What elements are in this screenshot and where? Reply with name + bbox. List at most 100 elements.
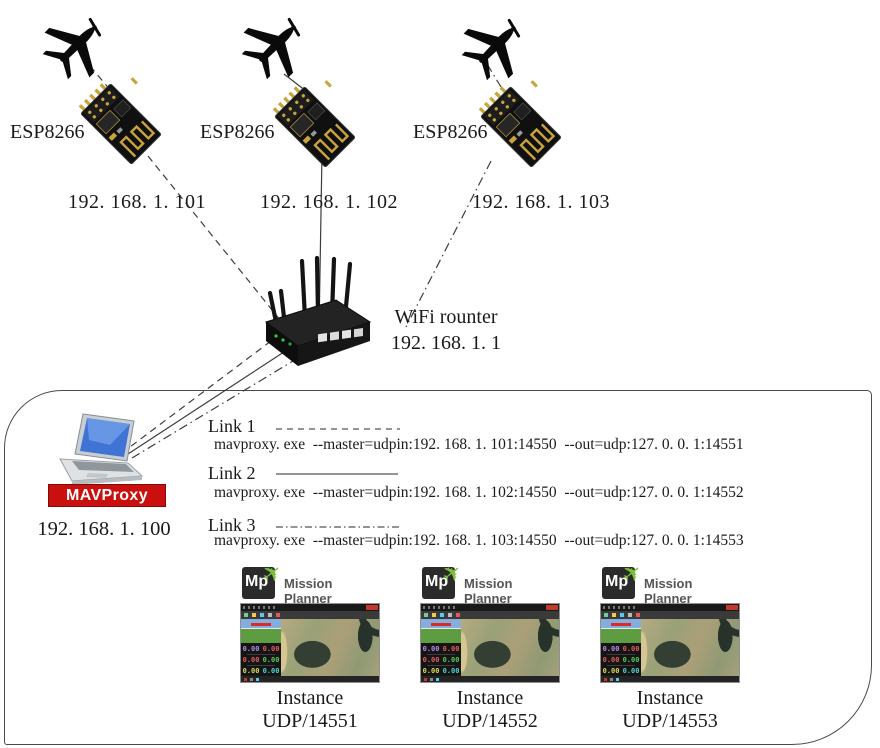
link2-label: Link 2 <box>208 463 256 483</box>
hud-value: 0.00 <box>602 656 620 664</box>
drone-3-ip: 192. 168. 1. 103 <box>472 191 610 213</box>
mp-satellite-map <box>281 619 379 676</box>
link1-esp-to-router-line <box>147 155 290 332</box>
esp-label-2: ESP8266 <box>200 121 275 143</box>
link3-esp-to-router-line <box>405 160 492 328</box>
mission-planner-app-name: Mission Planner <box>284 576 333 606</box>
mp-titlebar <box>601 604 739 611</box>
hud-value: 0.00 <box>442 656 460 664</box>
mission-planner-app-name: Mission Planner <box>644 576 693 606</box>
mp-titlebar-dots <box>243 606 277 609</box>
mp-toolbar-icon <box>268 613 272 617</box>
mp-toolbar <box>421 611 559 619</box>
mp-toolbar-icon <box>252 613 256 617</box>
instance-caption-line2: UDP/14553 <box>622 710 718 732</box>
mp-logo-text: Mp <box>245 573 269 590</box>
drone-2-ip: 192. 168. 1. 102 <box>260 191 398 213</box>
mp-statusbar-dot <box>604 677 607 681</box>
mp-titlebar <box>241 604 379 611</box>
mavproxy-label: MAVProxy <box>65 486 149 504</box>
link3-command: mavproxy. exe --master=udpin:192. 168. 1… <box>214 532 744 549</box>
router-ip: 192. 168. 1. 1 <box>391 332 501 354</box>
mp-toolbar-icon <box>276 613 280 617</box>
mp-statusbar-dot <box>424 677 427 681</box>
drone-1-plane-icon <box>32 1 121 90</box>
mp-toolbar-icon <box>244 613 248 617</box>
mp-artificial-horizon <box>601 619 641 643</box>
instance-caption-line2: UDP/14552 <box>442 710 538 732</box>
instance-caption: Instance UDP/14553 <box>600 687 740 733</box>
link3-drone-to-esp-line <box>486 63 502 88</box>
mp-close-icon <box>546 605 558 610</box>
hud-value: 0.00 <box>622 645 640 653</box>
router-to-laptop-line-2 <box>127 349 288 455</box>
router-to-laptop-line-1 <box>125 340 272 451</box>
hud-value: 0.00 <box>602 645 620 653</box>
mp-toolbar-icon <box>636 613 640 617</box>
mp-satellite-map <box>641 619 739 676</box>
router-to-laptop-line-3 <box>131 357 299 459</box>
mp-statusbar-dot <box>430 677 433 681</box>
hud-value: 0.00 <box>622 667 640 675</box>
hud-value: 0.00 <box>442 645 460 653</box>
mp-statusbar <box>421 676 559 682</box>
instance-caption-line1: Instance <box>276 687 344 709</box>
mission-planner-logo: Mp ✈ <box>602 558 648 599</box>
mp-close-icon <box>366 605 378 610</box>
link2-drone-to-esp-line <box>283 73 307 92</box>
hud-value: 0.00 <box>262 656 280 664</box>
link1-command: mavproxy. exe --master=udpin:192. 168. 1… <box>214 436 744 453</box>
mp-statusbar-dot <box>244 677 247 681</box>
mp-statusbar-dot <box>250 677 253 681</box>
instance-caption-line1: Instance <box>636 687 704 709</box>
link2-command: mavproxy. exe --master=udpin:192. 168. 1… <box>214 484 744 501</box>
esp-label-3: ESP8266 <box>413 121 488 143</box>
instance-caption-line2: UDP/14551 <box>262 710 358 732</box>
mp-toolbar-icon <box>448 613 452 617</box>
instance-caption-line1: Instance <box>456 687 524 709</box>
ground-station-boundary <box>4 390 872 745</box>
mp-logo-text: Mp <box>425 573 449 590</box>
hud-value: 0.00 <box>442 667 460 675</box>
mp-close-icon <box>726 605 738 610</box>
hud-value: 0.00 <box>242 667 260 675</box>
mp-toolbar-icon <box>620 613 624 617</box>
router-labels: WiFi rounter 192. 168. 1. 1 <box>376 304 516 356</box>
instance-caption: Instance UDP/14552 <box>420 687 560 733</box>
mp-statusbar <box>601 676 739 682</box>
hud-value: 0.00 <box>262 645 280 653</box>
link3-label: Link 3 <box>208 515 256 535</box>
drone-1-ip: 192. 168. 1. 101 <box>68 191 206 213</box>
mission-planner-header: Mp ✈ Mission Planner <box>240 558 380 606</box>
mp-titlebar-dots <box>423 606 457 609</box>
hud-value: 0.00 <box>262 667 280 675</box>
drone-3-plane-icon <box>451 2 540 91</box>
mp-toolbar <box>241 611 379 619</box>
mp-toolbar-icon <box>612 613 616 617</box>
hud-value: 0.00 <box>242 656 260 664</box>
mp-statusbar-dot <box>610 677 613 681</box>
esp8266-module-icon-1 <box>74 63 177 166</box>
mission-planner-logo: Mp ✈ <box>422 558 468 599</box>
mp-toolbar-icon <box>456 613 460 617</box>
hud-value: 0.00 <box>242 645 260 653</box>
mp-toolbar-icon <box>424 613 428 617</box>
wifi-router-icon <box>264 255 372 366</box>
mp-toolbar-icon <box>432 613 436 617</box>
link-legend-lines <box>276 428 400 528</box>
mission-planner-header: Mp ✈ Mission Planner <box>600 558 740 606</box>
mp-titlebar <box>421 604 559 611</box>
mp-logo-text: Mp <box>605 573 629 590</box>
mp-artificial-horizon <box>421 619 461 643</box>
mp-toolbar-icon <box>440 613 444 617</box>
